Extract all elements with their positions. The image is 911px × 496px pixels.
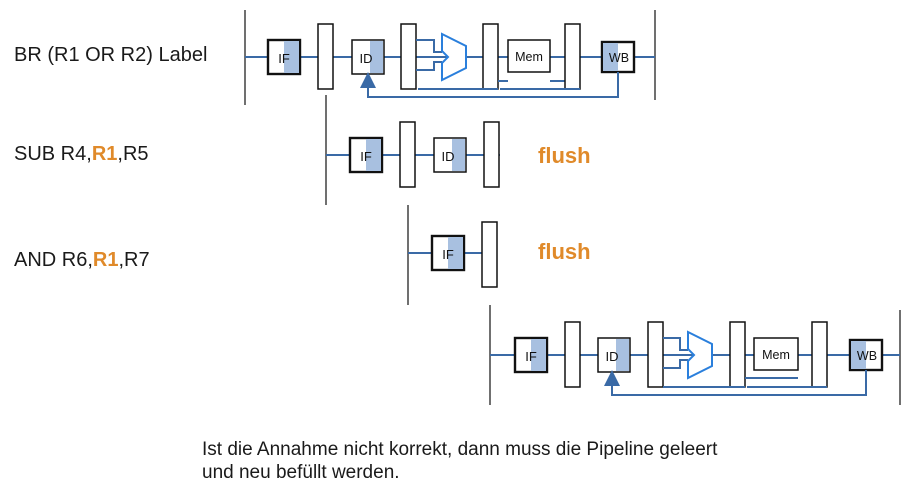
pipeline-register — [317, 23, 334, 90]
pipeline-register — [564, 23, 581, 90]
pipeline-register — [400, 23, 417, 90]
caption-line-1: Ist die Annahme nicht korrekt, dann muss… — [202, 439, 718, 460]
pipeline-register — [647, 321, 664, 388]
pipeline-register — [564, 321, 581, 388]
pipeline-row-sub: IF ID — [326, 121, 500, 188]
pipeline-register — [481, 221, 498, 288]
instruction-and-text-b: ,R7 — [118, 249, 150, 271]
instruction-sub-register: R1 — [91, 143, 118, 165]
flush-label-sub: flush — [538, 143, 591, 168]
if-stage-label: IF — [360, 149, 372, 164]
alu-shape — [441, 32, 467, 82]
instruction-and-register: R1 — [92, 249, 119, 271]
pipeline-register — [483, 121, 500, 188]
pipeline-row-and: IF — [408, 221, 498, 288]
mem-stage-label: Mem — [762, 348, 790, 362]
if-stage-label: IF — [442, 247, 454, 262]
wb-stage-label: WB — [857, 349, 877, 363]
pipeline-register — [729, 321, 746, 388]
pipeline-register — [482, 23, 499, 90]
id-stage-label: ID — [606, 349, 619, 364]
if-stage-label: IF — [525, 349, 537, 364]
caption-line-2: und neu befüllt werden. — [202, 462, 400, 483]
instruction-br-text: BR (R1 OR R2) Label — [14, 44, 208, 66]
mem-stage-box — [753, 337, 799, 371]
id-stage-label: ID — [442, 149, 455, 164]
wb-stage-label: WB — [609, 51, 629, 65]
flush-label-and: flush — [538, 239, 591, 264]
if-stage-label: IF — [278, 51, 290, 66]
mem-stage-box — [507, 39, 551, 73]
explanation-caption: Ist die Annahme nicht korrekt, dann muss… — [202, 438, 882, 484]
instruction-and: AND R6,R1,R7 — [14, 249, 150, 272]
pipeline-register — [811, 321, 828, 388]
instruction-sub-text-b: ,R5 — [117, 143, 149, 165]
id-stage-label: ID — [360, 51, 373, 66]
pipeline-row-refill: IF ID Mem WB — [490, 321, 900, 396]
alu-shape — [687, 330, 713, 380]
pipeline-row-br: IF ID Mem WB — [245, 23, 655, 98]
mem-stage-label: Mem — [515, 50, 543, 64]
instruction-sub: SUB R4,R1,R5 — [14, 143, 149, 166]
instruction-sub-text-a: SUB R4, — [14, 143, 92, 165]
instruction-br: BR (R1 OR R2) Label — [14, 44, 207, 67]
instruction-and-text-a: AND R6, — [14, 249, 93, 271]
pipeline-register — [399, 121, 416, 188]
